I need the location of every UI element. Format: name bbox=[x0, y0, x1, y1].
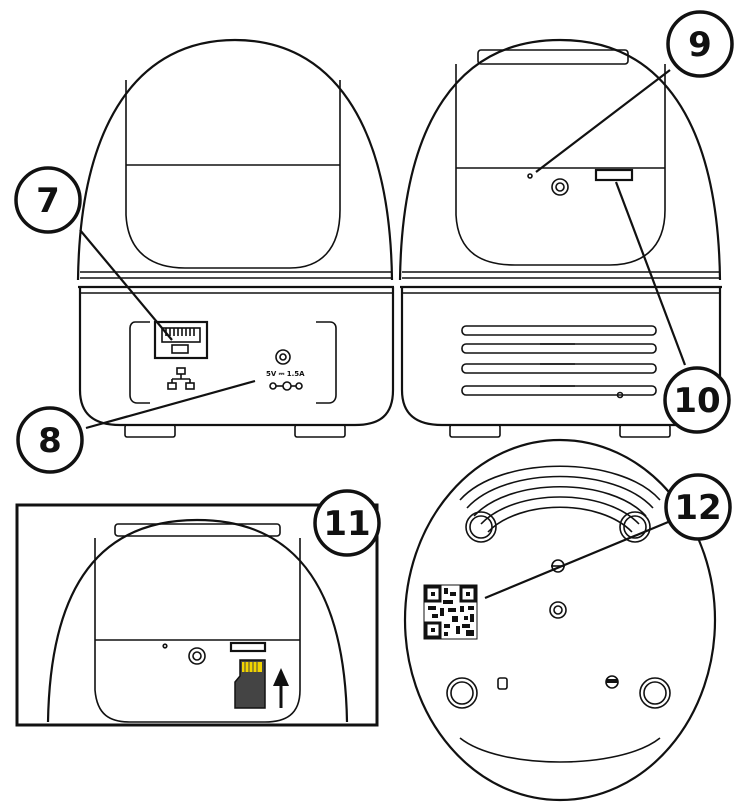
reset-pinhole bbox=[527, 173, 533, 179]
sd-insertion-inset bbox=[15, 503, 379, 727]
network-icon bbox=[167, 367, 195, 390]
callout-11: 11 bbox=[313, 489, 381, 557]
insert-arrow-icon bbox=[273, 668, 289, 708]
callout-9: 9 bbox=[666, 10, 734, 78]
callout-10: 10 bbox=[663, 366, 731, 434]
microsd-slot bbox=[594, 168, 634, 182]
speaker-vents bbox=[461, 325, 657, 396]
leader-12 bbox=[484, 518, 674, 600]
camera-rear-view-slot bbox=[398, 38, 722, 438]
callout-12: 12 bbox=[664, 473, 732, 541]
leader-7 bbox=[79, 229, 173, 341]
callout-11-label: 11 bbox=[323, 504, 370, 544]
callout-8: 8 bbox=[16, 406, 84, 474]
callout-8-label: 8 bbox=[38, 421, 62, 461]
leader-8 bbox=[85, 379, 256, 430]
callout-10-label: 10 bbox=[673, 381, 720, 421]
ethernet-port-icon bbox=[153, 320, 209, 360]
callout-7: 7 bbox=[14, 166, 82, 234]
callout-9-label: 9 bbox=[688, 25, 712, 65]
power-jack: 5V ⎓ 1.5A bbox=[266, 349, 305, 391]
callout-7-label: 7 bbox=[36, 181, 60, 221]
dc-polarity-icon bbox=[269, 381, 303, 391]
camera-bottom-view bbox=[403, 438, 717, 802]
qr-code-icon bbox=[423, 584, 478, 640]
camera-rear-view-ports: 5V ⎓ 1.5A bbox=[76, 38, 395, 438]
leader-9 bbox=[535, 69, 671, 173]
callout-12-label: 12 bbox=[674, 488, 721, 528]
leader-10 bbox=[614, 181, 687, 366]
power-rating-label: 5V ⎓ 1.5A bbox=[266, 370, 305, 378]
microsd-card-icon bbox=[234, 659, 266, 709]
